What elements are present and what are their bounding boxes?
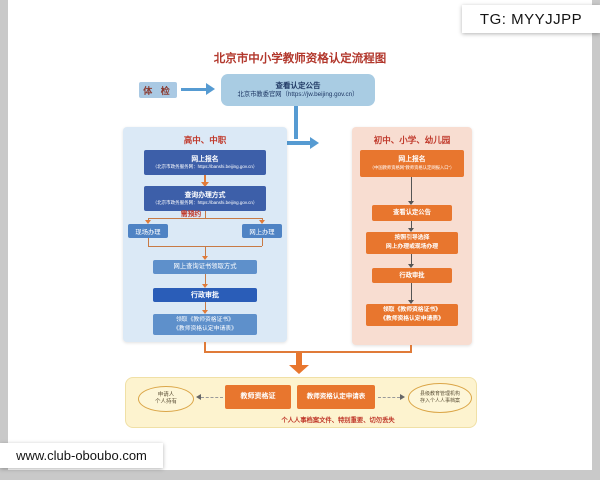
right-box-final: 领取《教师资格证书》 《教师资格认定申请表》	[366, 304, 458, 326]
left-arrow2-head	[202, 284, 208, 288]
dashed-left-arrowhead	[196, 394, 201, 400]
right-box-approval: 行政审批	[372, 268, 452, 283]
branch-left-arrowhead	[145, 220, 151, 224]
left-box-onsite: 现场办理	[128, 224, 168, 238]
left-arrow2-line	[205, 274, 206, 284]
dashed-right-line	[378, 397, 400, 398]
bottom-right-connector	[410, 345, 412, 353]
right-edge-strip	[592, 0, 600, 470]
left-box-online-signup: 网上报名 （北京市政务服务网：https://banshi.beijing.go…	[144, 150, 266, 175]
watermark-telegram: TG: MYYJJPP	[462, 5, 600, 33]
bottom-horizontal-connector	[204, 351, 412, 353]
notice-line1: 查看认定公告	[275, 80, 321, 90]
notice-line2: 北京市教委官网（https://jw.beijing.gov.cn）	[237, 90, 359, 98]
arrow-healthcheck-head	[206, 83, 215, 95]
health-check-box: 体 检	[139, 82, 177, 98]
right-box3-line1: 按照引导选择	[394, 235, 430, 242]
splitter-horizontal-line	[283, 141, 311, 145]
warning-text: 个人人事档案文件、特别重要、切勿丢失	[281, 417, 395, 424]
branch-right-drop	[262, 218, 263, 221]
left-box-cert-pickup-query: 网上查询证书领取方式	[153, 260, 257, 274]
branch-left-drop	[148, 218, 149, 221]
splitter-vertical-line	[294, 106, 298, 139]
right-box1-line2: （中国教师资格网“教师资格认定网报入口”）	[369, 165, 455, 171]
archive-line2: 存入个人人事档案	[419, 398, 460, 404]
panel-junior-primary-kindergarten: 初中、小学、幼儿园 网上报名 （中国教师资格网“教师资格认定网报入口”） 查看认…	[352, 127, 472, 345]
bottom-edge-strip	[0, 470, 600, 480]
right-arrow4-head	[408, 300, 414, 304]
ellipse-archive: 县级教育管理机构 存入个人人事档案	[408, 383, 472, 413]
arrow-healthcheck-line	[181, 88, 207, 91]
right-arrow3-head	[408, 264, 414, 268]
splitter-right-arrowhead	[310, 137, 319, 149]
left-arrow1-line	[204, 175, 206, 182]
bottom-left-connector	[204, 342, 206, 353]
left-arrow3-line	[205, 302, 206, 310]
right-box-choose-method: 按照引导选择 网上办理或现场办理	[366, 232, 458, 254]
bottom-big-arrow-stem	[296, 353, 302, 365]
right-final-line1: 领取《教师资格证书》	[383, 307, 441, 314]
left-box-final: 领取《教师资格证书》 《教师资格认定申请表》	[153, 314, 257, 335]
watermark-website: www.club-oboubo.com	[0, 443, 163, 468]
notice-box: 查看认定公告 北京市教委官网（https://jw.beijing.gov.cn…	[221, 74, 375, 106]
right-arrow1-line	[411, 177, 412, 201]
panel-documents: 申请人 个人持有 教师资格证 教师资格认定申请表 县级教育管理机构 存入个人人事…	[125, 377, 477, 428]
left-box-query-method: 查询办理方式 （北京市政务服务网：https://banshi.beijing.…	[144, 186, 266, 211]
ellipse-applicant: 申请人 个人持有	[138, 386, 194, 412]
right-box3-line2: 网上办理或现场办理	[385, 244, 439, 250]
bottom-big-arrow-head	[289, 365, 309, 374]
box-teacher-certificate: 教师资格证	[225, 385, 291, 409]
left-arrow1-head	[201, 182, 209, 187]
right-final-line2: 《教师资格认定申请表》	[380, 316, 444, 322]
left-box1-line1: 网上报名	[191, 155, 219, 163]
branch-stem	[205, 211, 206, 218]
applicant-line1: 申请人	[157, 391, 175, 398]
branch-horizontal	[148, 218, 262, 219]
panel-senior-vocational: 高中、中职 网上报名 （北京市政务服务网：https://banshi.beij…	[123, 127, 287, 342]
left-edge-strip	[0, 0, 8, 470]
merge-right-drop	[262, 238, 263, 246]
left-final-line1: 领取《教师资格证书》	[176, 316, 234, 323]
page-title: 北京市中小学教师资格认定流程图	[213, 53, 387, 65]
merge-left-drop	[148, 238, 149, 246]
reservation-label: 需预约	[180, 211, 202, 218]
right-box1-line1: 网上报名	[398, 156, 426, 164]
right-arrow3-line	[411, 254, 412, 264]
left-arrow3-head	[202, 310, 208, 314]
left-box2-line1: 查询办理方式	[184, 191, 226, 199]
right-box-online-signup: 网上报名 （中国教师资格网“教师资格认定网报入口”）	[360, 150, 464, 177]
left-box2-line2: （北京市政务服务网：https://banshi.beijing.gov.cn）	[152, 200, 258, 206]
dashed-right-arrowhead	[400, 394, 405, 400]
box-application-form: 教师资格认定申请表	[297, 385, 375, 409]
left-final-line2: 《教师资格认定申请表》	[173, 325, 237, 332]
left-box1-line2: （北京市政务服务网：https://banshi.beijing.gov.cn）	[152, 164, 258, 170]
left-panel-header: 高中、中职	[183, 135, 227, 145]
right-panel-header: 初中、小学、幼儿园	[373, 135, 451, 145]
archive-line1: 县级教育管理机构	[419, 391, 460, 398]
merge-arrowhead	[202, 256, 208, 260]
right-arrow4-line	[411, 283, 412, 300]
right-arrow1-head	[408, 201, 414, 205]
right-arrow2-line	[411, 221, 412, 228]
right-arrow2-head	[408, 228, 414, 232]
applicant-line2: 个人持有	[154, 399, 177, 405]
left-box-approval: 行政审批	[153, 288, 257, 302]
branch-right-arrowhead	[259, 220, 265, 224]
merge-stem	[205, 246, 206, 256]
left-box-online: 网上办理	[242, 224, 282, 238]
right-box-view-notice: 查看认定公告	[372, 205, 452, 221]
dashed-left-line	[201, 397, 223, 398]
